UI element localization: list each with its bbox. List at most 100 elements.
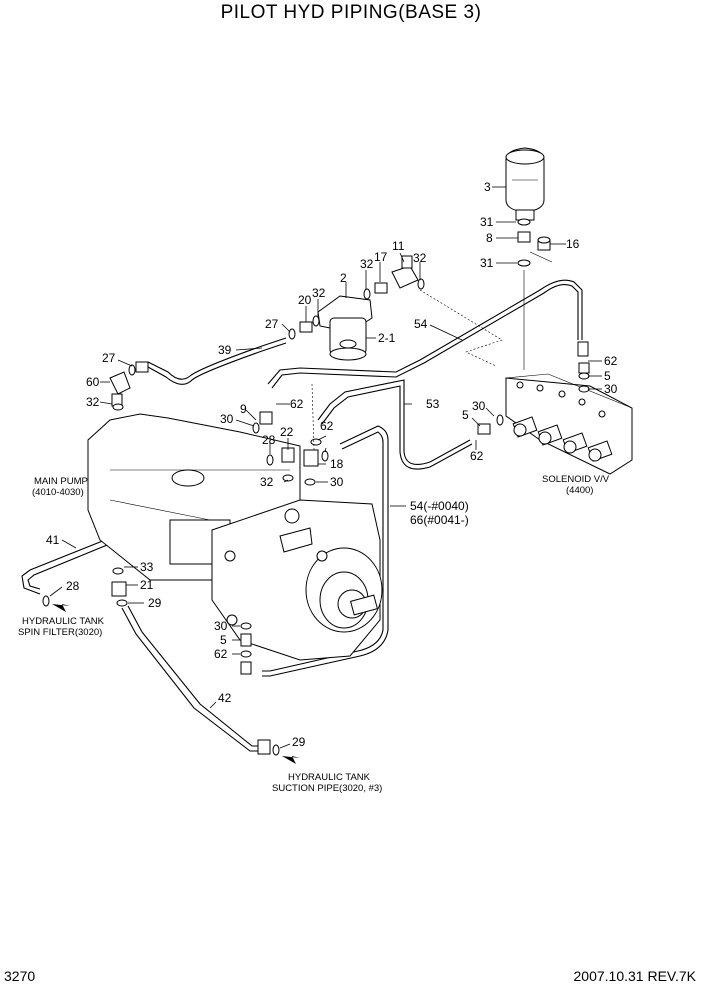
date-revision: 2007.10.31 REV.7K <box>573 968 696 984</box>
hose-54-66 <box>262 425 389 677</box>
hose-54-upper <box>267 279 583 385</box>
label-30-sv: 30 <box>472 399 486 413</box>
label-9: 9 <box>240 402 247 416</box>
label-39: 39 <box>218 343 232 357</box>
note-main-pump-2: (4010-4030) <box>32 487 84 498</box>
label-53: 53 <box>426 397 440 411</box>
label-27-upper: 27 <box>265 317 279 331</box>
label-2-1: 2-1 <box>378 331 396 345</box>
label-54: 54 <box>414 317 428 331</box>
label-30-pump: 30 <box>220 412 234 426</box>
o-ring-27-upper <box>288 328 296 340</box>
label-5-sv: 5 <box>462 408 469 422</box>
label-30-pump-b: 30 <box>330 475 344 489</box>
o-ring-62-lower <box>240 650 252 658</box>
o-ring-32-left <box>112 403 124 411</box>
note-solenoid-2: (4400) <box>566 485 593 496</box>
label-30-lower: 30 <box>214 619 228 633</box>
arrow-spin-filter <box>52 604 70 612</box>
fitting-17 <box>374 282 388 294</box>
label-18: 18 <box>330 457 344 471</box>
label-32-c: 32 <box>312 286 326 300</box>
fitting-9 <box>259 411 273 425</box>
o-ring-28 <box>266 454 274 466</box>
o-ring-32-a <box>363 288 371 300</box>
label-54-66-line2: 66(#0041-) <box>410 513 469 527</box>
o-ring-5-right <box>578 372 590 380</box>
adapter-62-right <box>577 341 589 357</box>
label-27-left: 27 <box>102 351 116 365</box>
plug-16 <box>537 236 551 251</box>
note-tank-suction-2: SUCTION PIPE(3020, #3) <box>272 783 382 794</box>
adapter-5 <box>477 423 491 435</box>
line-filter <box>317 295 373 361</box>
hose-53 <box>317 379 471 465</box>
tee-18 <box>303 449 319 467</box>
label-31-upper: 31 <box>480 215 494 229</box>
o-ring-32-b <box>417 278 425 290</box>
o-ring-32-pump <box>282 474 294 482</box>
label-21: 21 <box>140 578 154 592</box>
label-8: 8 <box>486 231 493 245</box>
label-28-left: 28 <box>66 579 80 593</box>
solenoid-valve-block <box>505 373 633 475</box>
leader-lines <box>49 186 602 749</box>
o-ring-29-lower <box>272 744 280 756</box>
label-17: 17 <box>374 250 388 264</box>
note-tank-suction-1: HYDRAULIC TANK <box>288 772 371 783</box>
fitting-22 <box>281 447 295 463</box>
label-31-lower: 31 <box>480 256 494 270</box>
o-ring-30-pump-b <box>304 478 316 486</box>
label-62-sv: 62 <box>470 449 484 463</box>
page-number: 3270 <box>4 968 36 984</box>
elbow-21 <box>111 581 127 597</box>
accumulator <box>505 147 545 221</box>
label-5-lower: 5 <box>220 633 227 647</box>
o-ring-30-right <box>578 385 590 393</box>
label-62-pump: 62 <box>320 419 334 433</box>
label-32-b: 32 <box>413 251 427 265</box>
label-22: 22 <box>280 425 294 439</box>
label-29-upper: 29 <box>148 596 162 610</box>
label-62-lower: 62 <box>214 647 228 661</box>
o-ring-30-lower <box>240 622 252 630</box>
label-2: 2 <box>340 271 347 285</box>
fitting-20 <box>299 321 313 333</box>
arrow-suction <box>282 756 300 764</box>
label-60: 60 <box>86 375 100 389</box>
label-28-pump: 28 <box>262 433 276 447</box>
o-ring-27-left <box>128 364 136 376</box>
label-30-right: 30 <box>604 382 618 396</box>
hose-42 <box>127 605 266 747</box>
page-title: PILOT HYD PIPING(BASE 3) <box>220 2 482 23</box>
elbow-60 <box>109 371 131 407</box>
label-20: 20 <box>298 293 312 307</box>
label-54-66-line1: 54(-#0040) <box>410 499 469 513</box>
label-62-top: 62 <box>290 397 304 411</box>
label-3: 3 <box>484 180 491 194</box>
label-16: 16 <box>566 237 580 251</box>
label-41: 41 <box>46 533 60 547</box>
fitting-8 <box>517 218 531 243</box>
note-main-pump-1: MAIN PUMP <box>34 476 88 487</box>
label-32-left: 32 <box>86 395 100 409</box>
label-5-right: 5 <box>604 369 611 383</box>
main-pump <box>87 413 383 661</box>
o-ring-31-upper <box>517 259 531 267</box>
o-ring-33 <box>112 567 124 575</box>
elbow-11 <box>391 255 419 289</box>
o-ring-30-sv <box>496 414 504 426</box>
o-ring-29-upper <box>116 599 128 607</box>
o-ring-62-b <box>321 450 329 462</box>
adapter-5-lower <box>240 633 252 647</box>
label-11: 11 <box>392 239 405 253</box>
o-ring-28-left <box>42 595 50 607</box>
o-ring-32-c <box>312 315 320 327</box>
o-ring-62-pump <box>310 438 322 446</box>
label-32-a: 32 <box>360 257 374 271</box>
label-42: 42 <box>218 691 232 705</box>
label-32-pump: 32 <box>260 475 274 489</box>
hose-39 <box>147 337 287 380</box>
label-29-lower: 29 <box>292 735 306 749</box>
